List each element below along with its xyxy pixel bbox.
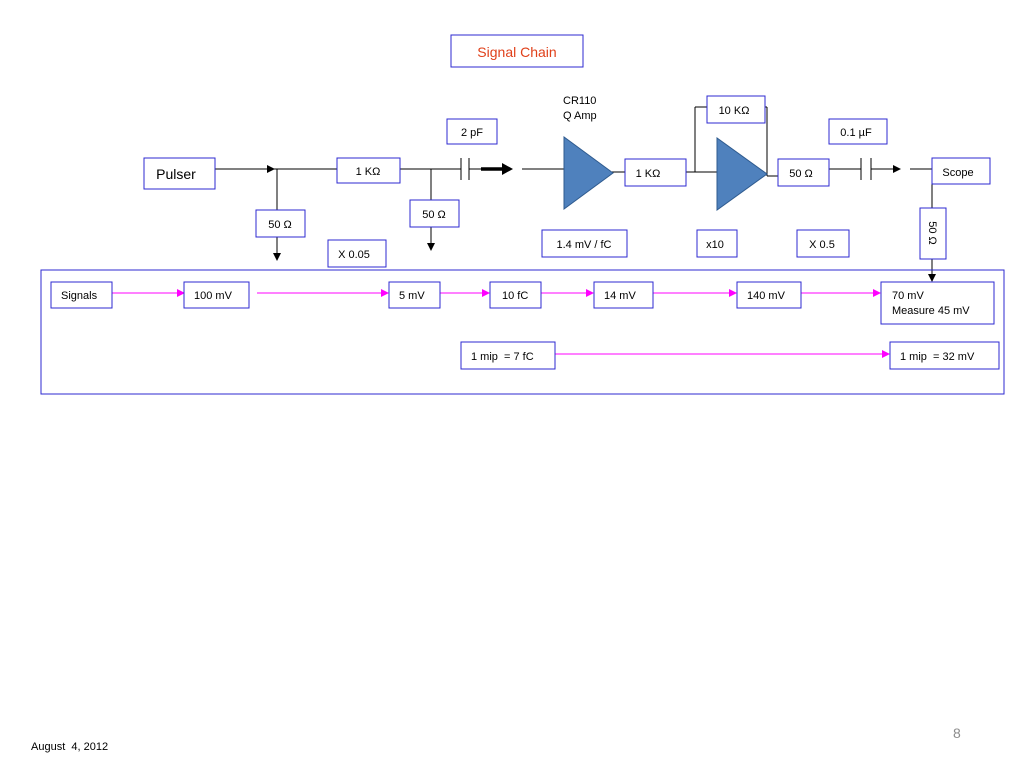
- svg-text:CR110: CR110: [563, 95, 596, 107]
- svg-text:50 Ω: 50 Ω: [789, 168, 813, 180]
- resistor-50-b: 50 Ω: [409, 199, 460, 228]
- resistor-50-scope: 50 Ω: [919, 207, 947, 260]
- svg-text:100 mV: 100 mV: [194, 290, 233, 302]
- svg-text:50 Ω: 50 Ω: [422, 209, 446, 221]
- capacitor-01uf-label: 0.1 µF: [828, 118, 888, 145]
- svg-text:10 fC: 10 fC: [502, 290, 528, 302]
- svg-text:1 KΩ: 1 KΩ: [356, 166, 381, 178]
- chain-level-10fc: 10 fC: [489, 281, 542, 309]
- svg-text:Q Amp: Q Amp: [563, 110, 597, 122]
- svg-text:X 0.5: X 0.5: [809, 239, 835, 251]
- resistor-10k-feedback: 10 KΩ: [706, 95, 766, 124]
- signal-levels-panel: [40, 269, 1005, 395]
- mip-voltage: 1 mip = 32 mV: [889, 341, 1000, 370]
- chain-level-14mv: 14 mV: [593, 281, 654, 309]
- svg-text:1.4 mV / fC: 1.4 mV / fC: [556, 239, 611, 251]
- resistor-1k-mid: 1 KΩ: [624, 158, 687, 187]
- svg-text:14 mV: 14 mV: [604, 290, 636, 302]
- amplifier-label: CR110 Q Amp: [563, 95, 597, 122]
- pulser-box: Pulser: [143, 157, 216, 190]
- chain-signals: Signals: [50, 281, 113, 309]
- svg-text:70 mV: 70 mV: [892, 290, 924, 302]
- svg-text:1 KΩ: 1 KΩ: [636, 168, 661, 180]
- slide-title: Signal Chain: [450, 34, 584, 68]
- svg-text:Signal Chain: Signal Chain: [477, 44, 556, 60]
- chain-level-140mv: 140 mV: [736, 281, 802, 309]
- svg-text:140 mV: 140 mV: [747, 290, 786, 302]
- x10-amplifier: [716, 137, 768, 211]
- chain-level-100mv: 100 mV: [183, 281, 250, 309]
- cr110-amplifier: [563, 136, 614, 210]
- svg-text:x10: x10: [706, 239, 724, 251]
- svg-text:5 mV: 5 mV: [399, 290, 425, 302]
- svg-text:Pulser: Pulser: [156, 166, 196, 182]
- svg-text:Measure 45 mV: Measure 45 mV: [892, 305, 970, 317]
- svg-text:X 0.05: X 0.05: [338, 249, 370, 261]
- svg-text:10 KΩ: 10 KΩ: [719, 105, 750, 117]
- capacitor-2pf-label: 2 pF: [446, 118, 498, 145]
- chain-level-70mv: 70 mV Measure 45 mV: [880, 281, 995, 325]
- svg-text:Scope: Scope: [942, 167, 973, 179]
- svg-text:1 mip = 7 fC: 1 mip = 7 fC: [471, 351, 534, 363]
- signal-arrow: [481, 163, 513, 175]
- resistor-1k-input: 1 KΩ: [336, 157, 401, 184]
- charge-gain-label: 1.4 mV / fC: [541, 229, 628, 258]
- chain-level-5mv: 5 mV: [388, 281, 441, 309]
- svg-text:50 Ω: 50 Ω: [926, 221, 938, 245]
- slide-date: August 4, 2012: [31, 741, 109, 753]
- svg-text:1 mip = 32 mV: 1 mip = 32 mV: [900, 351, 975, 363]
- gain-x10: x10: [696, 229, 738, 258]
- svg-text:Signals: Signals: [61, 290, 98, 302]
- scope-box: Scope: [931, 157, 991, 185]
- mip-charge: 1 mip = 7 fC: [460, 341, 556, 370]
- resistor-50-output: 50 Ω: [777, 158, 830, 187]
- svg-text:0.1 µF: 0.1 µF: [840, 127, 872, 139]
- svg-text:2 pF: 2 pF: [461, 127, 483, 139]
- attenuation-x05: X 0.5: [796, 229, 850, 258]
- attenuation-x005: X 0.05: [327, 239, 387, 268]
- resistor-50-a: 50 Ω: [255, 209, 306, 238]
- chain-arrows: [112, 289, 890, 358]
- page-number: 8: [953, 725, 961, 741]
- svg-text:50 Ω: 50 Ω: [268, 219, 292, 231]
